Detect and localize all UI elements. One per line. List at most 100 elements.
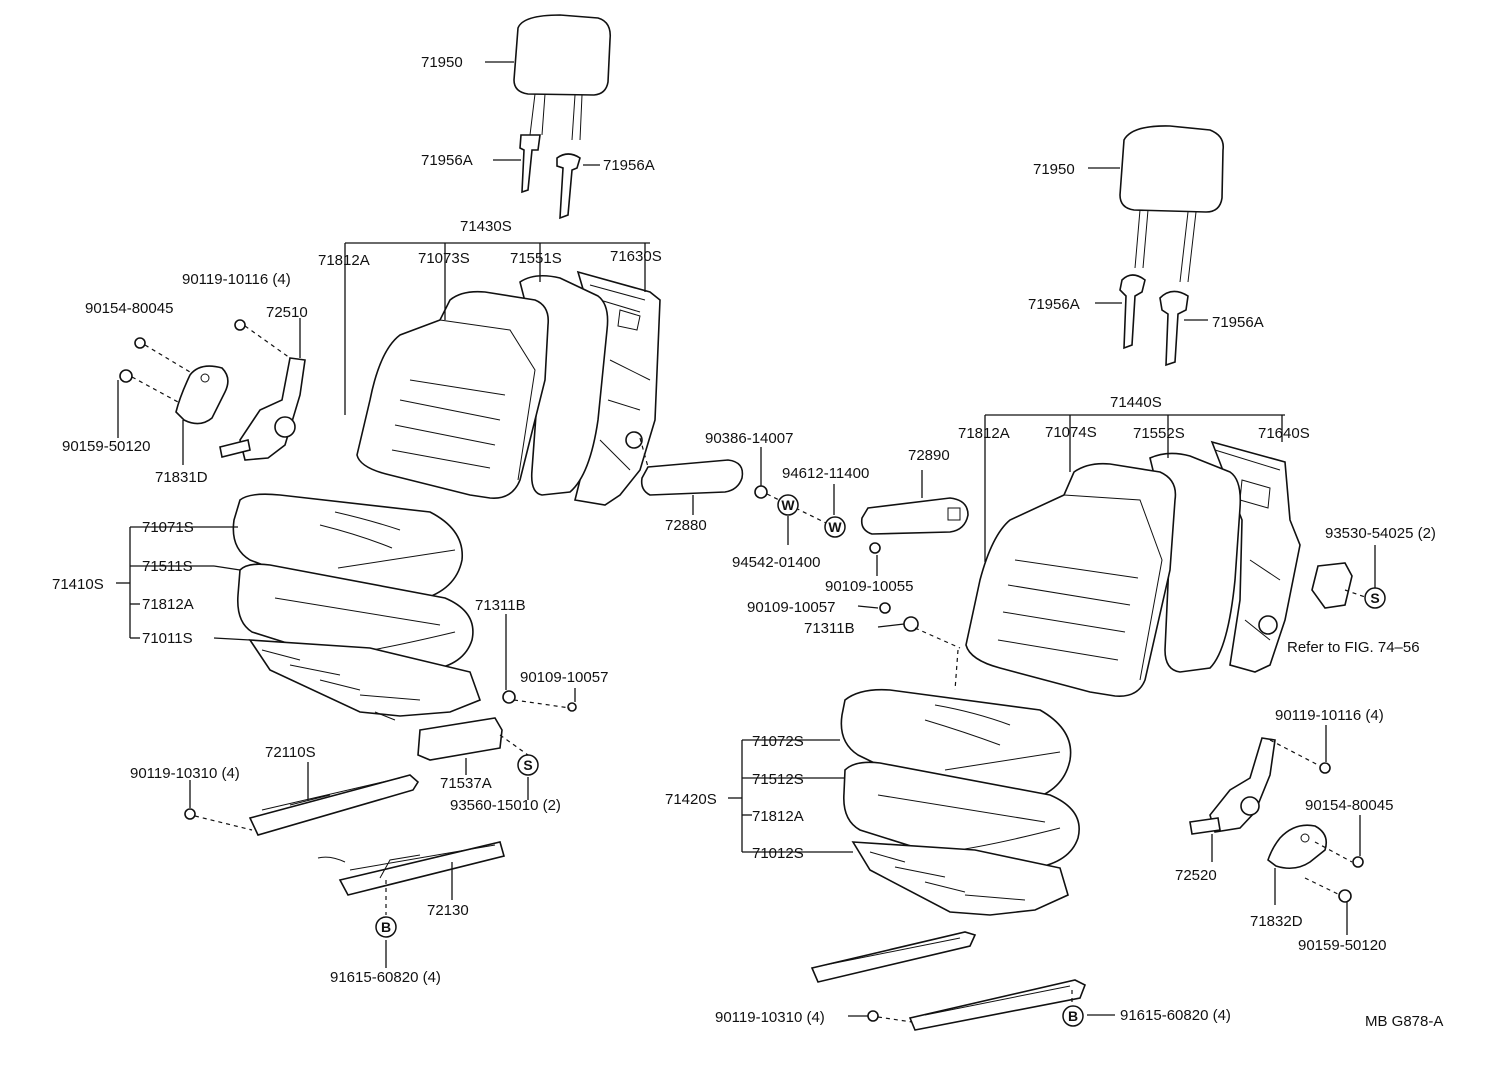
svg-text:B: B <box>381 919 391 935</box>
part-labels: 71950 71956A 71956A 71430S 71812A 71073S… <box>52 54 1443 1030</box>
label-71956A-left-1: 71956A <box>421 152 473 169</box>
label-72110S: 72110S <box>265 744 316 761</box>
label-90109-10057-left: 90109-10057 <box>520 669 608 686</box>
svg-text:S: S <box>523 757 532 773</box>
label-71512S: 71512S <box>752 771 804 788</box>
right-seat-frame <box>851 841 1069 916</box>
left-seat-track-inner <box>317 841 505 896</box>
label-90119-10116-right: 90119-10116 (4) <box>1275 707 1384 724</box>
label-93530-54025: 93530-54025 (2) <box>1325 525 1436 542</box>
label-90159-50120-right: 90159-50120 <box>1298 937 1386 954</box>
symbol-s-right: S <box>1364 587 1386 609</box>
label-71812A-right: 71812A <box>958 425 1010 442</box>
label-94542-01400: 94542-01400 <box>732 554 820 571</box>
label-71551S: 71551S <box>510 250 562 267</box>
left-recliner <box>219 357 306 461</box>
svg-text:S: S <box>1370 590 1379 606</box>
center-leader-lines <box>639 437 961 691</box>
label-71537A: 71537A <box>440 775 492 792</box>
label-72890: 72890 <box>908 447 950 464</box>
left-seat-frame <box>248 639 482 721</box>
label-90109-10057-right: 90109-10057 <box>747 599 835 616</box>
label-93560-15010: 93560-15010 (2) <box>450 797 561 814</box>
left-recliner-cover <box>175 365 229 425</box>
right-armrest-mount <box>1311 562 1353 609</box>
symbol-b-left: B <box>375 916 397 938</box>
label-71956A-left-2: 71956A <box>603 157 655 174</box>
right-headrest-guides <box>1119 274 1189 367</box>
label-90119-10310-right: 90119-10310 (4) <box>715 1009 825 1026</box>
label-90386-14007: 90386-14007 <box>705 430 793 447</box>
label-72880: 72880 <box>665 517 707 534</box>
label-refer-fig: Refer to FIG. 74–56 <box>1287 639 1420 656</box>
right-headrest <box>1119 125 1225 283</box>
label-94612-11400: 94612-11400 <box>782 465 869 482</box>
label-71812A-left-2: 71812A <box>142 596 194 613</box>
right-small-bolts <box>867 762 1364 1022</box>
right-seat-track-outer <box>810 931 977 983</box>
symbol-w-2: W <box>824 516 846 538</box>
label-71012S: 71012S <box>752 845 804 862</box>
label-71311B-right: 71311B <box>804 620 855 637</box>
label-71956A-right-1: 71956A <box>1028 296 1080 313</box>
right-recliner-cover <box>1267 824 1328 870</box>
label-71311B-left: 71311B <box>475 597 526 614</box>
label-71950-right: 71950 <box>1033 161 1075 178</box>
label-71956A-right-2: 71956A <box>1212 314 1264 331</box>
label-91615-60820-right: 91615-60820 (4) <box>1120 1007 1231 1024</box>
label-90119-10116-left: 90119-10116 (4) <box>182 271 291 288</box>
right-seat-track-inner <box>908 979 1087 1031</box>
label-72520: 72520 <box>1175 867 1217 884</box>
left-seat-track-outer <box>248 774 420 836</box>
left-seatback-cover <box>356 290 550 499</box>
right-seatback-cover <box>965 462 1177 697</box>
left-side-cover-71537A <box>417 717 503 761</box>
label-72510: 72510 <box>266 304 308 321</box>
armrest-72890 <box>860 497 969 535</box>
label-diagram-code: MB G878-A <box>1365 1013 1443 1030</box>
svg-text:B: B <box>1068 1008 1078 1024</box>
label-71011S: 71011S <box>142 630 193 647</box>
symbol-b-right: B <box>1062 1005 1084 1027</box>
center-small-parts <box>754 485 919 632</box>
left-small-bolts <box>119 319 577 820</box>
label-90159-50120-left: 90159-50120 <box>62 438 150 455</box>
label-71410S: 71410S <box>52 576 104 593</box>
left-leader-lines <box>116 61 650 968</box>
label-71074S: 71074S <box>1045 424 1097 441</box>
symbol-s-left: S <box>517 754 539 776</box>
label-71831D: 71831D <box>155 469 208 486</box>
label-71630S: 71630S <box>610 248 662 265</box>
label-71420S: 71420S <box>665 791 717 808</box>
svg-text:W: W <box>828 519 842 535</box>
label-71511S: 71511S <box>142 558 193 575</box>
symbol-w-1: W <box>777 494 799 516</box>
left-seat-cushion-cover <box>232 493 463 606</box>
label-71440S: 71440S <box>1110 394 1162 411</box>
armrest-72880 <box>640 459 744 496</box>
label-71072S: 71072S <box>752 733 804 750</box>
right-seatback-frame <box>1210 440 1301 673</box>
label-71832D: 71832D <box>1250 913 1303 930</box>
right-leader-lines <box>728 167 1376 1023</box>
right-recliner <box>1189 737 1276 835</box>
label-90109-10055: 90109-10055 <box>825 578 913 595</box>
label-72130: 72130 <box>427 902 469 919</box>
left-headrest <box>513 14 612 141</box>
right-seat-cushion-pad <box>843 761 1080 869</box>
label-91615-60820-left: 91615-60820 (4) <box>330 969 441 986</box>
label-71430S: 71430S <box>460 218 512 235</box>
label-90119-10310-left: 90119-10310 (4) <box>130 765 240 782</box>
label-71812A-right-2: 71812A <box>752 808 804 825</box>
label-90154-80045-right: 90154-80045 <box>1305 797 1393 814</box>
left-headrest-guides <box>519 134 581 220</box>
label-71552S: 71552S <box>1133 425 1185 442</box>
label-71950-left: 71950 <box>421 54 463 71</box>
label-71812A-left: 71812A <box>318 252 370 269</box>
label-90154-80045-left: 90154-80045 <box>85 300 173 317</box>
label-71640S: 71640S <box>1258 425 1310 442</box>
label-71071S: 71071S <box>142 519 194 536</box>
label-71073S: 71073S <box>418 250 470 267</box>
svg-text:W: W <box>781 497 795 513</box>
